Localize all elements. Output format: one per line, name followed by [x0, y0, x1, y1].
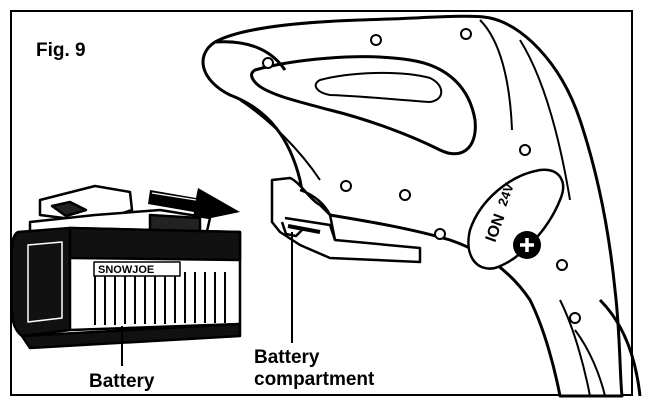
- ion-badge: 24V ION: [467, 168, 565, 270]
- compartment-callout-line1: Battery: [254, 347, 320, 368]
- battery-compartment-shape: [270, 176, 422, 264]
- callout-lines: [121, 232, 293, 366]
- screws: [262, 28, 581, 324]
- battery-callout-label: Battery: [89, 371, 155, 392]
- insert-arrow: [148, 188, 240, 222]
- tool-body: [201, 14, 642, 398]
- battery-brand-text: SNOWJOE: [98, 264, 154, 276]
- figure-label: Fig. 9: [36, 40, 86, 61]
- compartment-callout-label: Battery compartment: [254, 347, 374, 391]
- battery-pack: SNOWJOE: [10, 184, 242, 350]
- compartment-callout-line2: compartment: [254, 369, 375, 390]
